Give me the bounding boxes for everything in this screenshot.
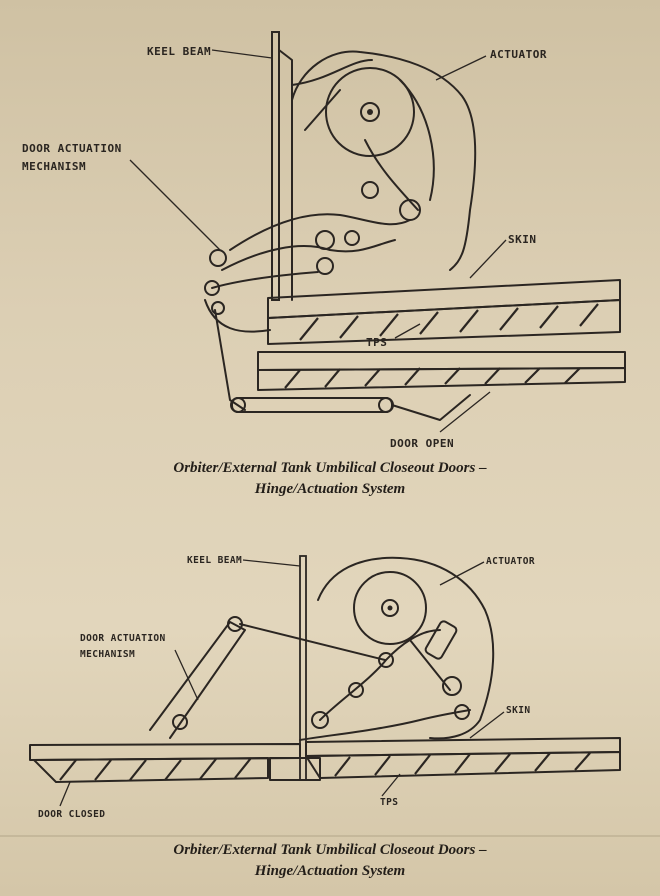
leader-tps-top (394, 323, 421, 339)
actuator-hub-bottom (381, 599, 399, 617)
pivot-a (315, 230, 335, 250)
hinge-arm-vertical (214, 309, 246, 411)
tps-hatching-door-open (284, 367, 581, 389)
pivot-f (211, 301, 225, 315)
label-door-actuation-top-1: DOOR ACTUATION (22, 142, 122, 155)
tps-hatching-bottom (334, 752, 591, 777)
leader-mechanism-top (129, 159, 221, 251)
keel-beam-flange (278, 49, 293, 301)
arm-pivot-bottom (172, 714, 188, 730)
tps-hatching-door-closed (59, 757, 252, 781)
caption-bottom-line1: Orbiter/External Tank Umbilical Closeout… (173, 842, 487, 858)
pivot-bottom-b (348, 682, 364, 698)
caption-top-line2: Hinge/Actuation System (254, 481, 406, 497)
label-skin-top: SKIN (508, 233, 537, 246)
actuator-housing-inner (291, 59, 373, 86)
keel-beam (271, 31, 280, 301)
label-door-actuation-top-2: MECHANISM (22, 160, 86, 173)
linkage-bottom-lower (299, 709, 471, 741)
actuator-arm-left (304, 89, 341, 131)
label-actuator-bottom: ACTUATOR (486, 556, 535, 567)
leader-door-open (439, 391, 491, 433)
linkage-middle (221, 239, 396, 271)
leader-tps-bottom (381, 773, 401, 797)
pivot-bottom-c (311, 711, 329, 729)
label-door-closed: DOOR CLOSED (38, 809, 105, 820)
actuator-pulley-bottom (353, 571, 427, 645)
pivot-e (204, 280, 220, 296)
tps-panel-bottom (305, 751, 621, 779)
leader-actuator-top (435, 55, 487, 81)
hinge-bracket (391, 394, 471, 421)
actuator-pin (367, 109, 373, 115)
door-tps-closed (33, 757, 269, 783)
hinge-pivot-right (378, 397, 394, 413)
label-door-actuation-bottom-2: MECHANISM (80, 649, 135, 660)
leader-keel-bottom (242, 559, 301, 567)
tps-panel-upper (267, 299, 621, 345)
label-skin-bottom: SKIN (506, 705, 530, 716)
label-door-actuation-bottom-1: DOOR ACTUATION (80, 633, 166, 644)
leader-actuator-bottom (439, 561, 485, 586)
leader-door-closed (59, 781, 71, 807)
actuator-joint-2 (361, 181, 379, 199)
leader-mechanism-bottom (174, 649, 199, 701)
actuator-belt (399, 79, 435, 201)
diagram-door-open: KEEL BEAM ACTUATOR DOOR ACTUATION MECHAN… (22, 31, 626, 450)
label-tps-top: TPS (366, 336, 387, 349)
actuator-housing (291, 50, 477, 271)
caption-bottom-line2: Hinge/Actuation System (254, 863, 406, 879)
door-actuation-arm (149, 621, 246, 739)
leader-skin-bottom (469, 711, 505, 739)
hinge-link-lower (231, 397, 393, 413)
actuator-pulley (325, 67, 415, 157)
caption-top: Orbiter/External Tank Umbilical Closeout… (0, 458, 660, 500)
caption-top-line1: Orbiter/External Tank Umbilical Closeout… (173, 460, 487, 476)
hinge-pivot-left (230, 397, 246, 413)
leader-skin-top (469, 239, 507, 279)
caption-bottom: Orbiter/External Tank Umbilical Closeout… (0, 840, 660, 882)
pivot-d (209, 249, 227, 267)
linkage-lower (211, 271, 319, 289)
diagram-door-closed: KEEL BEAM ACTUATOR DOOR ACTUATION MECHAN… (29, 555, 621, 820)
label-tps-bottom: TPS (380, 797, 398, 808)
actuator-hub (360, 102, 380, 122)
label-keel-beam-bottom: KEEL BEAM (187, 555, 242, 566)
arm-link-to-pivot (239, 623, 386, 661)
actuator-pin-bottom (387, 605, 393, 611)
actuator-link (364, 139, 419, 211)
actuator-housing-bottom (317, 556, 495, 740)
pivot-bottom-a (378, 652, 394, 668)
actuator-joint-bottom (442, 676, 462, 696)
leader-keel-top (211, 49, 273, 59)
label-door-open: DOOR OPEN (390, 437, 454, 450)
label-keel-beam-top: KEEL BEAM (147, 45, 211, 58)
linkage-hook (204, 299, 271, 333)
label-actuator-top: ACTUATOR (490, 48, 547, 61)
skin-panel-upper (267, 279, 621, 319)
pivot-c (316, 257, 334, 275)
door-tps-open (257, 367, 626, 391)
actuator-cylinder-bottom (424, 620, 458, 660)
tps-hatching-upper (299, 303, 599, 341)
linkage-upper (229, 213, 411, 251)
hinge-block-bottom (269, 757, 321, 781)
pivot-b (344, 230, 360, 246)
